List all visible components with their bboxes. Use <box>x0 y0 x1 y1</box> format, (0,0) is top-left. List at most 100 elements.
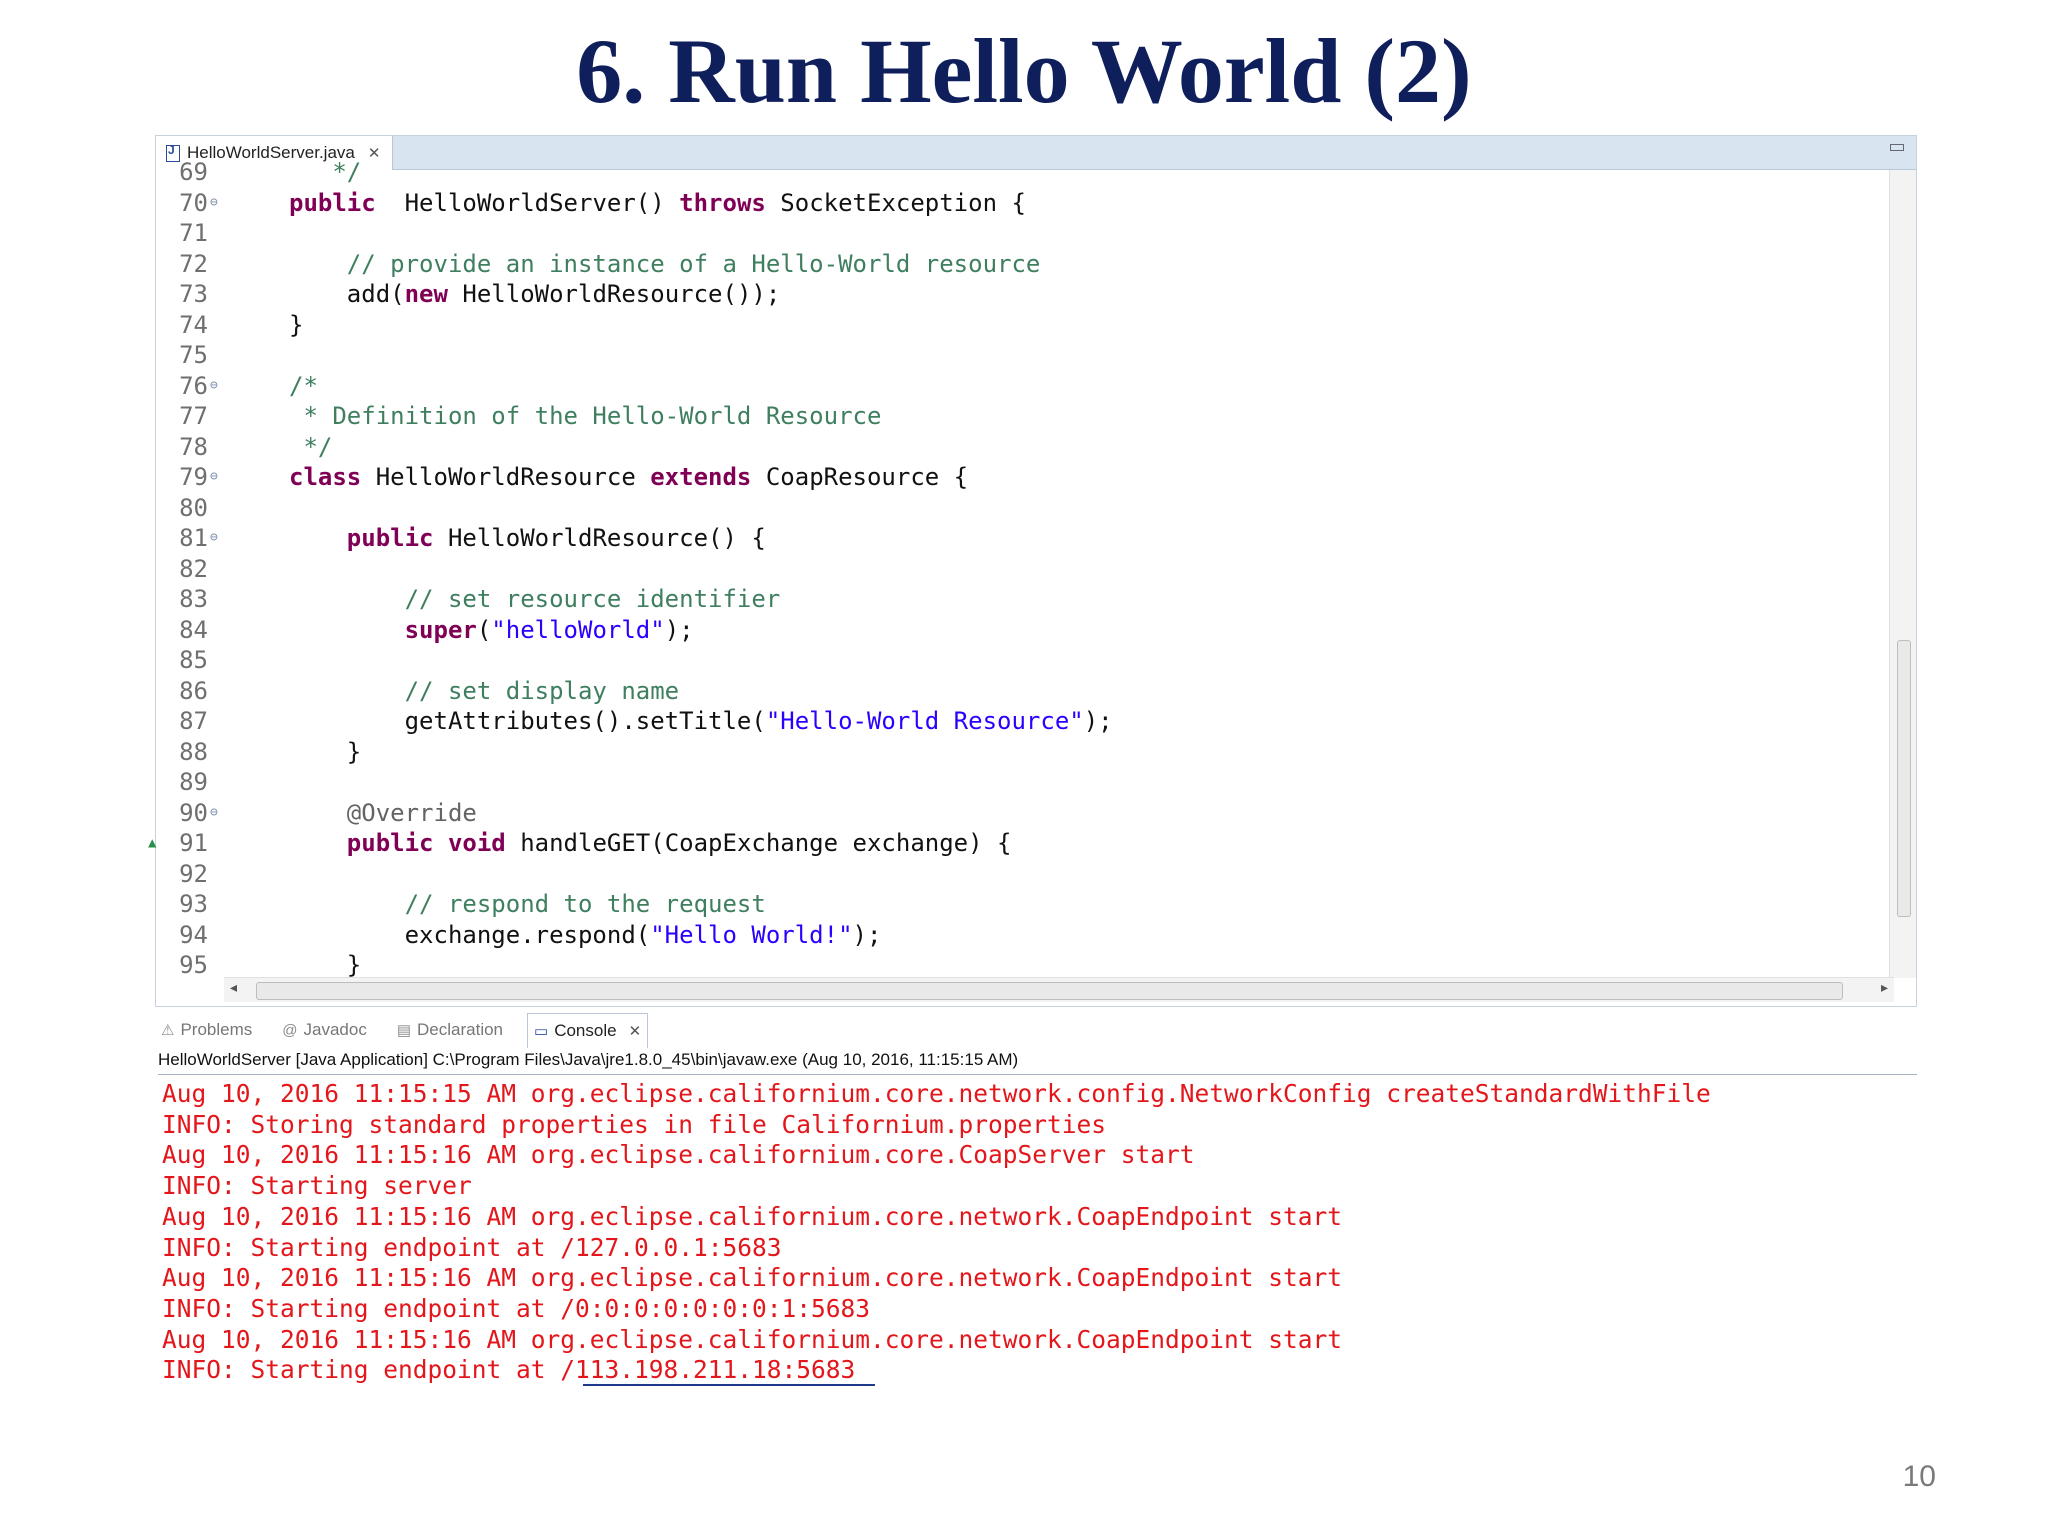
scroll-right-icon[interactable]: ▸ <box>1880 979 1888 995</box>
line-number: 93 <box>179 890 208 918</box>
line-number: 78 <box>179 432 208 461</box>
code-token: /* <box>289 371 318 400</box>
code-line[interactable]: 93 // respond to the request <box>156 889 1891 920</box>
console-line: Aug 10, 2016 11:15:15 AM org.eclipse.cal… <box>162 1079 1711 1108</box>
code-text: // provide an instance of a Hello-World … <box>289 249 1041 280</box>
code-editor[interactable]: HelloWorldServer.java ✕ 69 */70⊖public H… <box>148 135 1917 1007</box>
horizontal-scrollbar-thumb[interactable] <box>256 982 1843 1000</box>
code-token: // set display name <box>289 676 680 705</box>
code-text: add(new HelloWorldResource()); <box>289 279 781 310</box>
tab-console[interactable]: ▭Console✕ <box>527 1012 649 1048</box>
code-token: HelloWorldResource()); <box>447 280 781 308</box>
line-number: 76 <box>179 371 208 400</box>
code-line[interactable]: 72 // provide an instance of a Hello-Wor… <box>156 249 1891 280</box>
code-token: "helloWorld" <box>491 615 665 644</box>
code-line[interactable]: 80 <box>156 493 1891 524</box>
console-line: Aug 10, 2016 11:15:16 AM org.eclipse.cal… <box>162 1324 1343 1354</box>
views-tabbar: ⚠Problems@Javadoc▤Declaration▭Console✕ <box>155 1012 1917 1048</box>
code-line[interactable]: 76⊖ /* <box>156 371 1891 402</box>
code-text: exchange.respond("Hello World!"); <box>289 920 882 951</box>
code-token: } <box>289 310 304 339</box>
fold-toggle-icon[interactable]: ⊖ <box>210 530 218 545</box>
line-number: 89 <box>179 768 208 796</box>
line-number: 95 <box>179 951 208 979</box>
line-number: 92 <box>179 859 208 888</box>
fold-toggle-icon[interactable]: ⊖ <box>210 469 218 484</box>
scroll-left-icon[interactable]: ◂ <box>230 979 238 995</box>
code-token: new <box>404 280 448 308</box>
tab-javadoc[interactable]: @Javadoc <box>276 1013 373 1047</box>
code-line[interactable]: 92 <box>156 859 1891 890</box>
code-line[interactable]: 70⊖public HelloWorldServer() throws Sock… <box>156 188 1891 219</box>
tab-label: Declaration <box>417 1020 504 1039</box>
code-line[interactable]: 69 */ <box>156 157 1891 188</box>
code-text: */ <box>289 432 332 463</box>
editor-tab-helloworldserver[interactable]: HelloWorldServer.java ✕ <box>156 136 394 170</box>
code-token: ); <box>852 920 882 949</box>
code-line[interactable]: 82 <box>156 554 1891 585</box>
line-number: 88 <box>179 737 208 766</box>
close-icon[interactable]: ✕ <box>628 1022 642 1040</box>
declaration-icon: ▤ <box>396 1022 412 1039</box>
code-token: "Hello-World Resource" <box>765 707 1084 735</box>
line-number: 85 <box>179 646 208 674</box>
code-line[interactable]: 95 } <box>156 950 1891 981</box>
fold-toggle-icon[interactable]: ⊖ <box>210 804 218 820</box>
code-line[interactable]: 79⊖class HelloWorldResource extends Coap… <box>156 462 1891 493</box>
code-text: // set display name <box>289 676 680 707</box>
code-line[interactable]: 78 */ <box>156 432 1891 463</box>
console-line: INFO: Starting endpoint at /113.198.211.… <box>162 1355 856 1385</box>
code-text: getAttributes().setTitle("Hello-World Re… <box>289 706 1113 737</box>
close-icon[interactable]: ✕ <box>367 145 381 162</box>
code-token: HelloWorldServer() <box>375 188 680 217</box>
code-line[interactable]: 90⊖ @Override <box>156 798 1891 829</box>
tab-label: Console <box>554 1020 617 1040</box>
code-line[interactable]: 87 getAttributes().setTitle("Hello-World… <box>156 706 1891 737</box>
code-line[interactable]: 91▲ public void handleGET(CoapExchange e… <box>148 828 1891 859</box>
vertical-scrollbar-thumb[interactable] <box>1897 640 1911 917</box>
line-number: 87 <box>179 707 208 735</box>
code-line[interactable]: 81⊖ public HelloWorldResource() { <box>156 523 1891 554</box>
console-output[interactable]: Aug 10, 2016 11:15:15 AM org.eclipse.cal… <box>162 1079 1711 1386</box>
code-token: ); <box>664 615 694 644</box>
fold-toggle-icon[interactable]: ⊖ <box>210 377 218 393</box>
code-line[interactable]: 74} <box>156 310 1891 341</box>
console-header: HelloWorldServer [Java Application] C:\P… <box>158 1050 1917 1075</box>
code-token: public <box>346 829 434 857</box>
code-token: super <box>404 615 477 644</box>
vertical-scrollbar[interactable] <box>1889 170 1916 978</box>
code-token: ( <box>476 615 492 644</box>
code-text: public HelloWorldResource() { <box>289 523 766 554</box>
horizontal-scrollbar[interactable]: ◂ ▸ <box>224 977 1894 1002</box>
code-line[interactable]: 84 super("helloWorld"); <box>156 615 1891 646</box>
line-number: 86 <box>179 676 208 705</box>
code-line[interactable]: 85 <box>156 645 1891 676</box>
code-area[interactable]: 69 */70⊖public HelloWorldServer() throws… <box>148 158 1891 981</box>
code-token: ); <box>1083 707 1113 735</box>
line-number: 77 <box>179 402 208 430</box>
code-token: getAttributes().setTitle( <box>289 707 766 735</box>
code-line[interactable]: 86 // set display name <box>156 676 1891 707</box>
tab-declaration[interactable]: ▤ Declaration <box>391 1013 509 1047</box>
fold-toggle-icon[interactable]: ⊖ <box>210 194 218 210</box>
code-line[interactable]: 83 // set resource identifier <box>156 584 1891 615</box>
code-line[interactable]: 75 <box>156 340 1891 371</box>
code-line[interactable]: 73 add(new HelloWorldResource()); <box>156 279 1891 310</box>
line-number: 80 <box>179 493 208 522</box>
code-token: * Definition of the Hello-World Resource <box>289 402 882 430</box>
code-line[interactable]: 71 <box>156 218 1891 249</box>
minimize-icon[interactable] <box>1890 144 1904 151</box>
slide-title: 6. Run Hello World (2) <box>576 20 1472 122</box>
code-line[interactable]: 94 exchange.respond("Hello World!"); <box>156 920 1891 951</box>
code-token <box>289 829 347 857</box>
tab-problems[interactable]: ⚠Problems <box>155 1013 258 1047</box>
code-line[interactable]: 77 * Definition of the Hello-World Resou… <box>156 401 1891 432</box>
code-text: super("helloWorld"); <box>289 615 694 646</box>
code-text: } <box>289 950 361 981</box>
code-line[interactable]: 89 <box>156 767 1891 798</box>
code-line[interactable]: 88 } <box>156 737 1891 768</box>
code-token: throws <box>679 188 766 217</box>
code-text: /* <box>289 371 318 402</box>
editor-tab-label: HelloWorldServer.java <box>187 143 355 162</box>
editor-tabbar: HelloWorldServer.java ✕ <box>156 136 1916 170</box>
